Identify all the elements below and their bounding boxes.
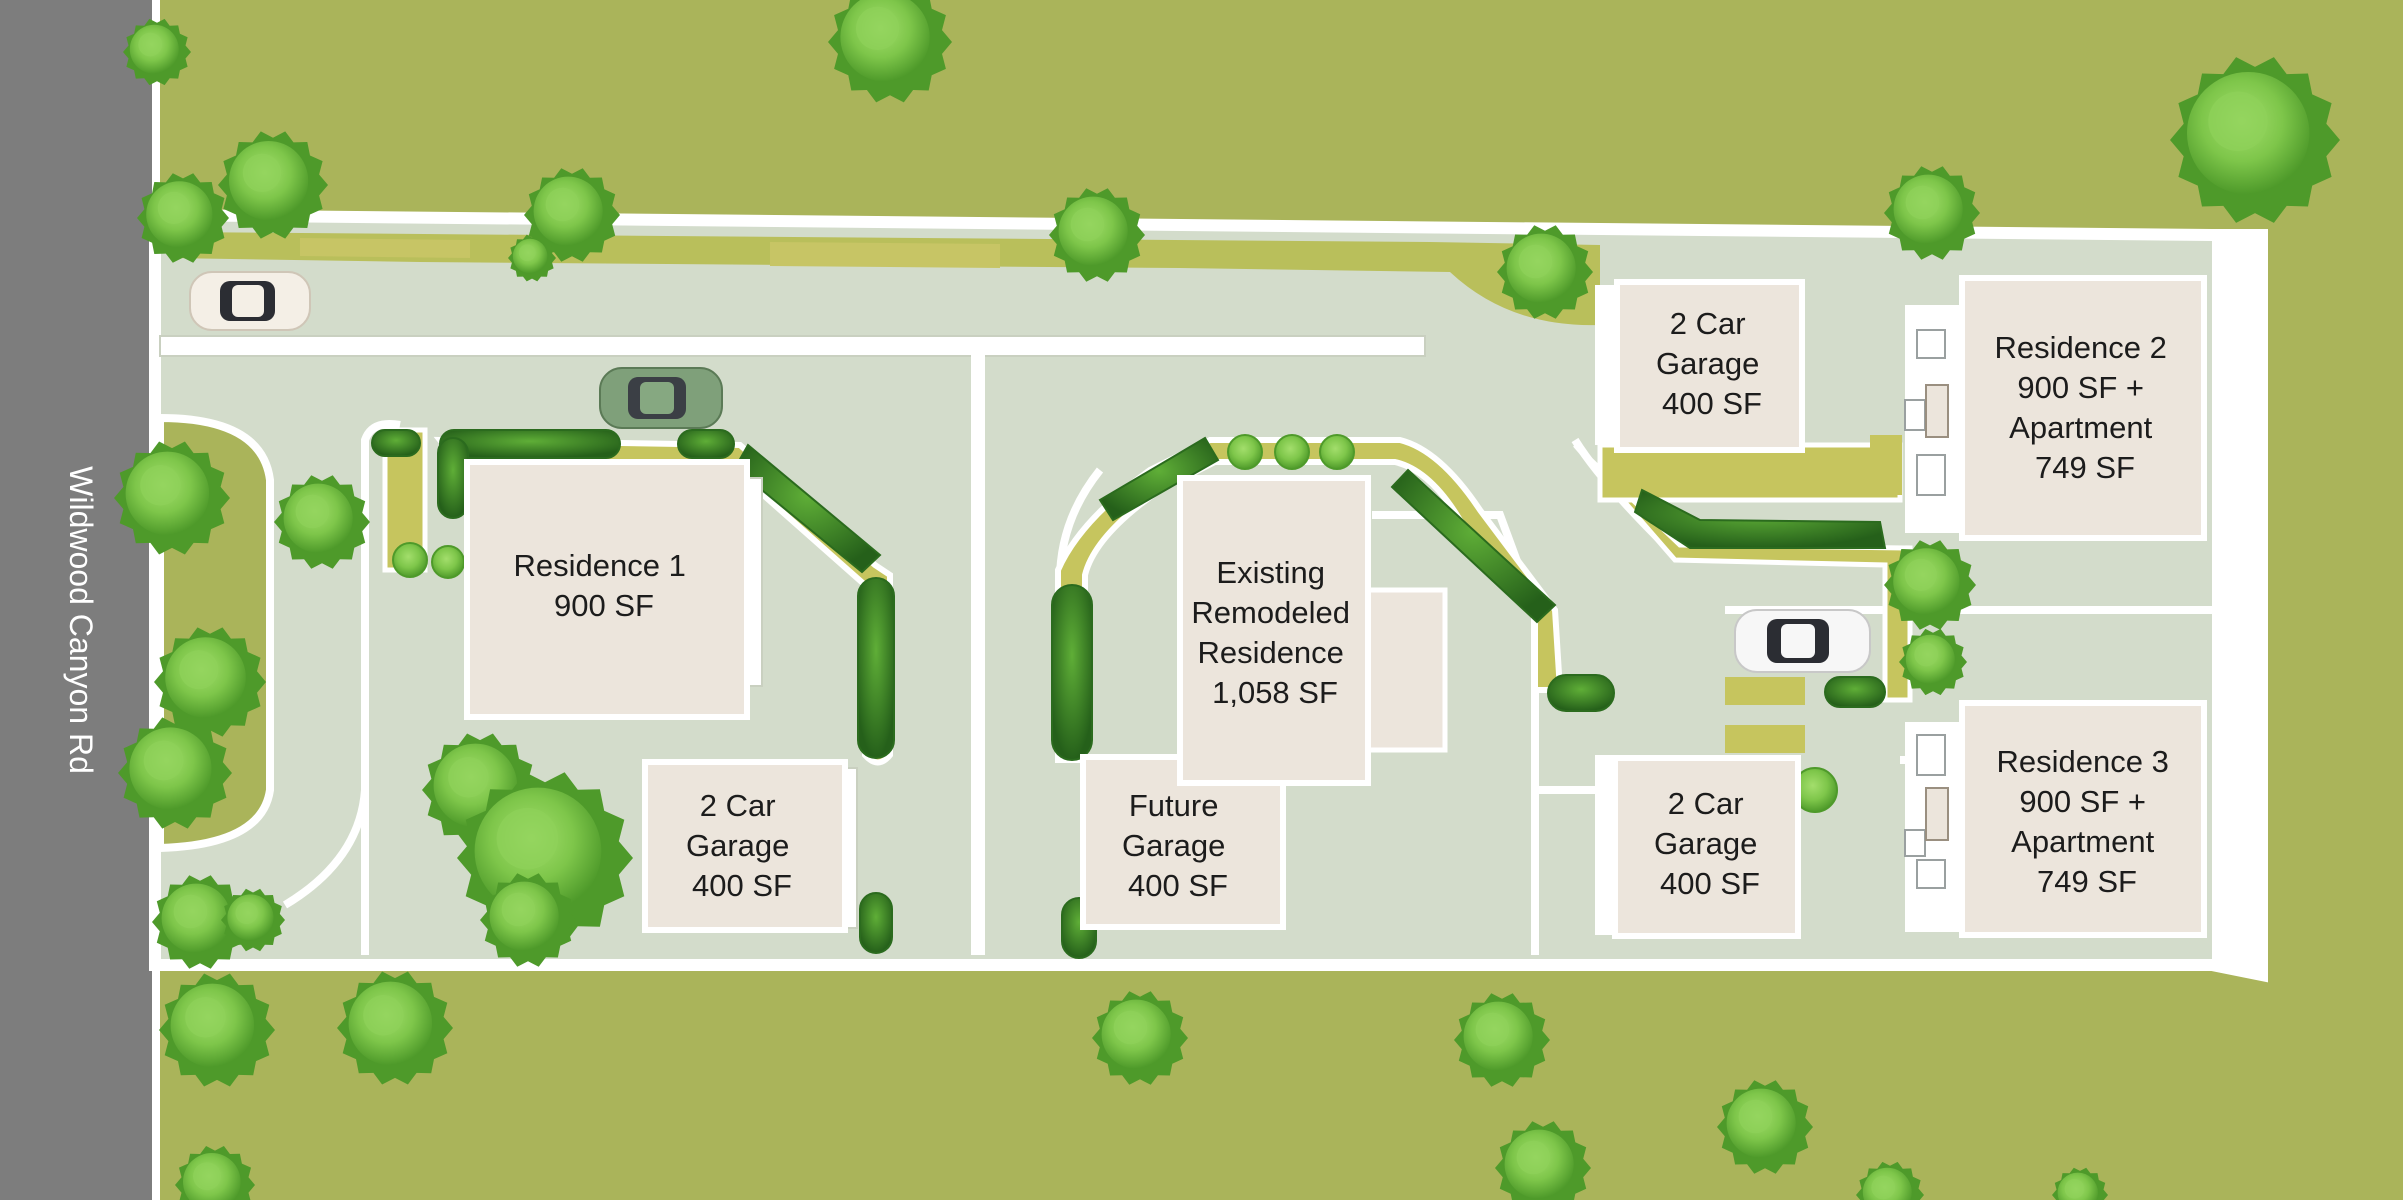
residence-1 [464, 459, 750, 720]
tree-icon [2170, 57, 2340, 223]
tree-icon [137, 173, 229, 263]
residence-2 [1959, 275, 2207, 541]
lot-end-wall [2212, 235, 2262, 975]
tree-icon [152, 875, 248, 969]
garage-3-label: 2 Car Garage 400 SF [1654, 786, 1766, 901]
tree-icon [1884, 166, 1980, 260]
trees [114, 0, 2340, 1200]
tree-icon [118, 717, 232, 829]
car-icon [1734, 609, 1871, 673]
right-planter-3 [1725, 725, 1805, 753]
tree-icon [1092, 991, 1188, 1085]
tree-icon [524, 168, 620, 262]
tree-icon [1884, 540, 1976, 630]
tree-icon [114, 441, 230, 555]
garage-1-label: 2 Car Garage 400 SF [686, 788, 798, 903]
tree-icon [1856, 1161, 1924, 1200]
residence-1-label: Residence 1 900 SF [514, 548, 695, 623]
existing-residence-annex [1362, 587, 1448, 753]
existing-residence [1177, 475, 1371, 786]
tree-icon [159, 973, 275, 1087]
garage-2 [1614, 279, 1805, 453]
tree-icon [123, 18, 191, 86]
residence-3 [1959, 700, 2207, 938]
residence-3-label: Residence 3 900 SF + Apartment 749 SF [1997, 744, 2178, 899]
tree-icon [1899, 628, 1967, 696]
drive-divider [159, 335, 1426, 357]
entry-door-3 [1925, 787, 1949, 841]
entry-door-2 [1925, 384, 1949, 438]
car-icon [599, 367, 723, 429]
hedges [371, 429, 1887, 959]
car-icon [189, 271, 311, 331]
tree-icon [221, 888, 285, 952]
tree-icon [1495, 1121, 1591, 1200]
tree-icon [480, 873, 576, 967]
tree-icon [337, 971, 453, 1085]
existing-residence-label: Existing Remodeled Residence 1,058 SF [1191, 555, 1358, 710]
future-garage-label: Future Garage 400 SF [1122, 788, 1234, 903]
garage-3 [1612, 755, 1801, 939]
tree-icon [274, 475, 370, 569]
residence-2-label: Residence 2 900 SF + Apartment 749 SF [1995, 330, 2176, 485]
top-planting-accent [300, 238, 1000, 268]
road [0, 0, 152, 1200]
entry-details [1904, 329, 1946, 889]
garage-2-side [1595, 285, 1617, 445]
tree-icon [2052, 1167, 2108, 1200]
tree-icon [1454, 993, 1550, 1087]
tree-icon [218, 131, 328, 239]
tree-icon [828, 0, 952, 103]
garage-1 [642, 759, 848, 933]
road-label: Wildwood Canyon Rd [63, 466, 99, 774]
tree-icon [508, 234, 556, 282]
right-planter-2 [1725, 677, 1805, 705]
tree-icon [154, 627, 266, 737]
garage-3-side [1595, 755, 1617, 935]
tree-icon [175, 1146, 255, 1200]
tree-icon [1497, 225, 1593, 319]
right-planter-4 [1870, 435, 1902, 495]
tree-icon [1717, 1080, 1813, 1174]
tree-icon [1049, 188, 1145, 282]
garage-2-label: 2 Car Garage 400 SF [1656, 306, 1768, 421]
